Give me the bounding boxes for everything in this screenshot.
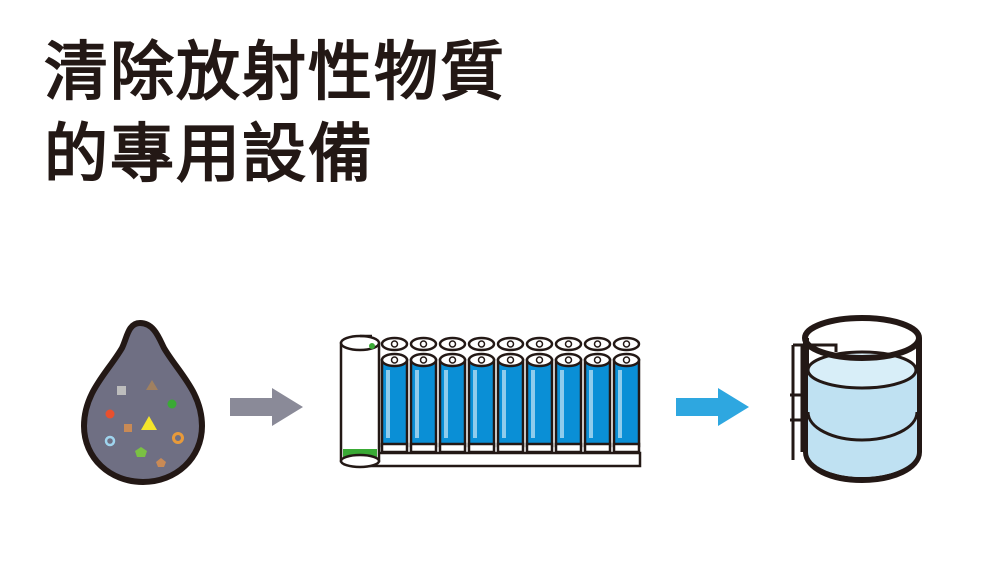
filter-column: [554, 336, 583, 454]
equipment-pipe: [339, 334, 381, 469]
title-line-2: 的專用設備: [44, 118, 374, 192]
droplet-icon: [80, 319, 206, 486]
title-line-1: 清除放射性物質: [44, 36, 506, 110]
page-title: 清除放射性物質 的專用設備: [44, 32, 506, 196]
filter-column: [409, 336, 438, 454]
filter-columns-icon: [339, 334, 642, 469]
filter-columns: [380, 336, 641, 454]
water-tank-icon: [790, 315, 922, 484]
filter-column: [583, 336, 612, 454]
arrow-right-icon: [676, 388, 749, 426]
filter-column: [612, 336, 641, 454]
filter-column: [380, 336, 409, 454]
contaminant-particles: [104, 380, 184, 467]
equipment-base: [368, 451, 642, 468]
filter-column: [438, 336, 467, 454]
filter-column: [467, 336, 496, 454]
arrow-right-icon: [230, 388, 303, 426]
filter-column: [525, 336, 554, 454]
filter-column: [496, 336, 525, 454]
